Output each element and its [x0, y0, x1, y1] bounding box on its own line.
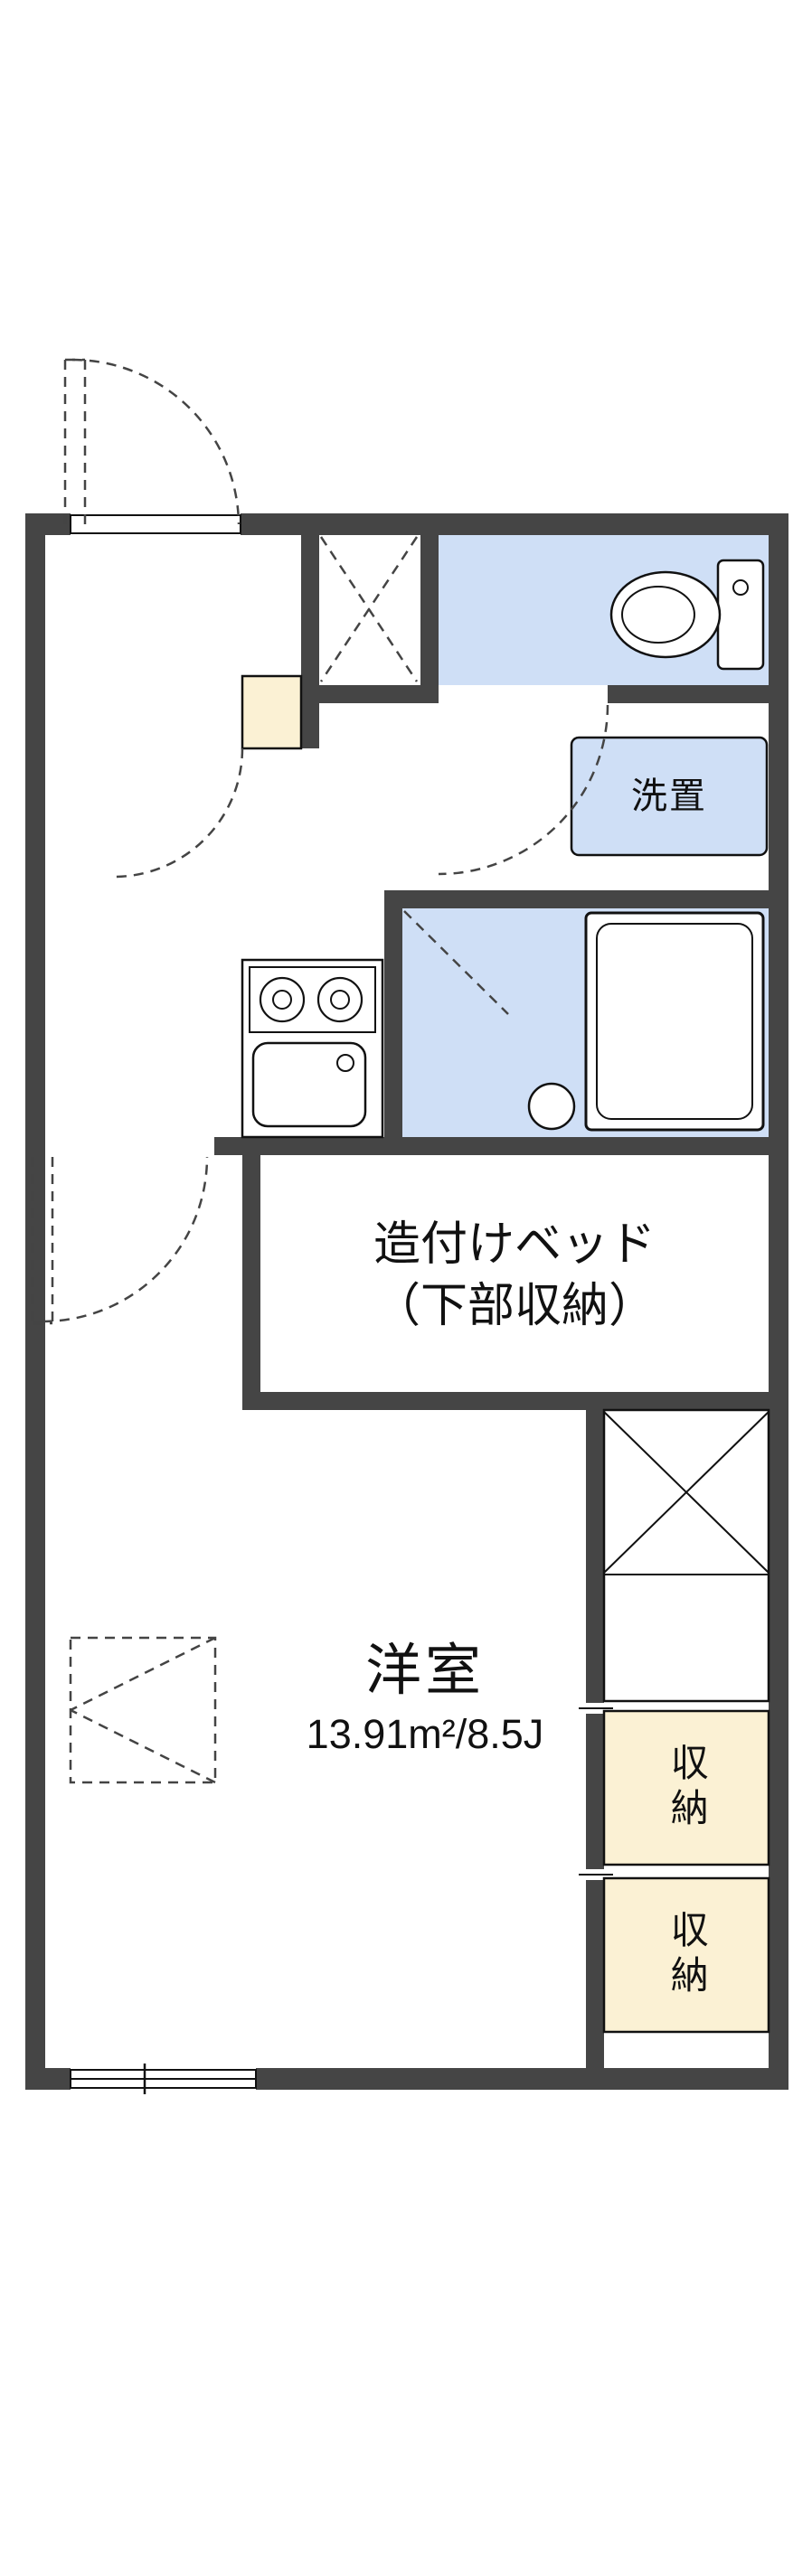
drain-icon	[527, 1082, 576, 1131]
western-room-name: 洋室	[364, 1639, 485, 1702]
storage-box-bottom	[602, 1876, 770, 2034]
kitchen-unit	[241, 958, 384, 1139]
entry-door-swing	[71, 358, 241, 525]
kitchen-sink-icon	[251, 1041, 367, 1128]
closet-cell	[602, 1408, 770, 1703]
wall-structure	[25, 513, 788, 2090]
entry-threshold	[70, 514, 241, 534]
toilet-door-swing	[438, 704, 609, 876]
toilet-icon	[609, 559, 765, 671]
furniture-marker	[69, 1636, 217, 1784]
built-in-bed-label-line1: 造付けベッド	[373, 1218, 656, 1272]
entry-door-leaf	[63, 358, 87, 524]
room-door-swing	[42, 1156, 209, 1323]
bathroom-fixtures	[403, 910, 765, 1132]
window	[70, 2064, 257, 2094]
washer-space	[570, 736, 769, 857]
washer-space-label: 洗置	[631, 776, 707, 816]
built-in-bed-label-line2: （下部収納）	[373, 1280, 656, 1332]
western-room-size: 13.91m²/8.5J	[306, 1710, 544, 1757]
storage-label-top: 収納	[666, 1743, 709, 1833]
shoe-closet-doors	[319, 536, 419, 682]
hall-door-swing	[113, 747, 244, 879]
bathroom-door-swing	[403, 910, 509, 1015]
genkan-step	[241, 674, 303, 750]
bathtub-icon	[584, 911, 765, 1132]
room-door-leaf	[31, 1157, 54, 1325]
stove-burners-icon	[249, 966, 376, 1033]
built-in-bed-label: 造付けベッド （下部収納）	[262, 1164, 767, 1388]
storage-box-top	[602, 1709, 770, 1866]
door-swings	[31, 358, 609, 1784]
storage-label-bottom: 収納	[666, 1910, 709, 2000]
